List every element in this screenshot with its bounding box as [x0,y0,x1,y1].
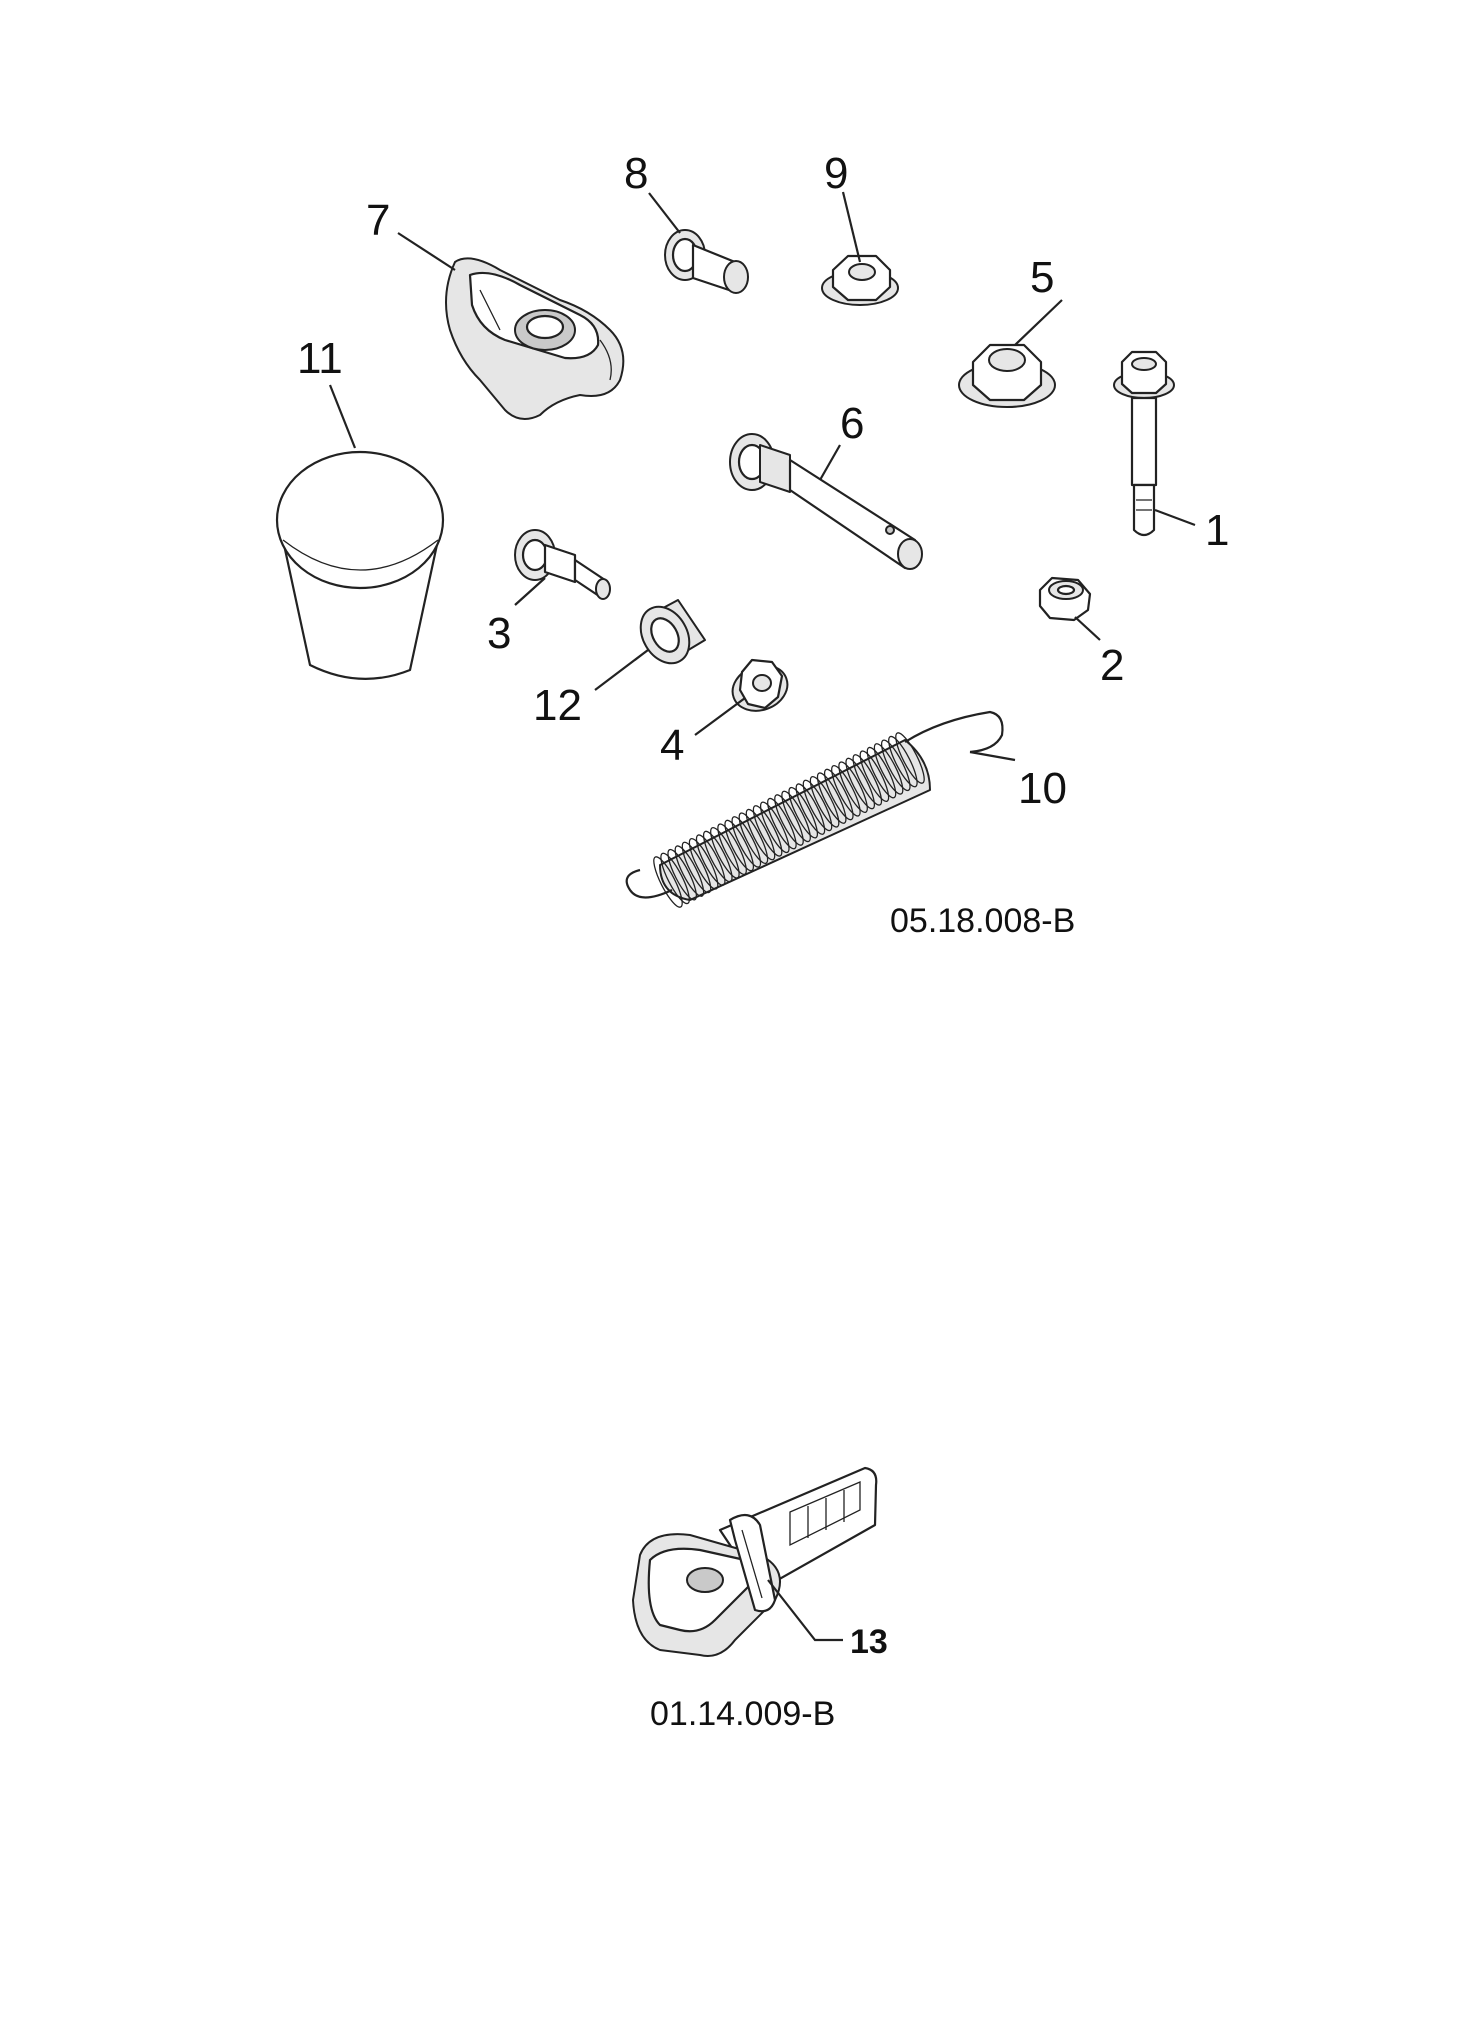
spring-coil [795,783,826,835]
flange-nut-icon [731,658,789,712]
leader-line-13 [767,1579,843,1642]
spring-coil [880,739,911,792]
spring-coil [767,797,797,850]
callout-1: 1 [1205,506,1229,555]
spring-coil [816,772,847,824]
callout-10: 10 [1018,764,1067,813]
callout-11: 11 [297,334,343,383]
callout-labels: 1 2 3 4 5 6 7 8 9 10 11 12 [297,149,1229,813]
spring-coil [802,779,833,832]
callout-3: 3 [487,609,511,658]
extension-spring-icon [625,710,1004,908]
figure-05-18-008-b: 1 2 3 4 5 6 7 8 9 10 11 12 05.18.008-B [275,149,1229,940]
spring-coil [731,816,762,868]
spring-coil [717,823,747,875]
spring-coil [895,732,925,784]
spacer-icon [639,599,706,665]
callout-6: 6 [840,399,864,448]
spring-coil [674,845,705,897]
spring-coil [710,827,740,879]
spring-coil [838,761,868,813]
carriage-bolt-icon [729,433,923,570]
spring-coil [667,848,698,901]
spring-coil [759,801,790,854]
large-flange-nut-icon [958,343,1056,408]
spring-coil [831,765,861,817]
lever-bracket-icon [445,257,625,420]
spring-coil [702,830,733,883]
knob-icon [275,450,445,680]
handle-grip-icon [632,1466,878,1657]
callout-4: 4 [660,721,684,770]
figure-code: 05.18.008-B [890,902,1075,940]
spring-coil [866,746,897,799]
callout-2: 2 [1100,641,1124,690]
leader-lines [328,191,1196,762]
spring-coil [653,856,683,908]
spring-coil [660,852,690,905]
spring-coil [845,757,876,810]
spring-coil [888,735,918,788]
spring-coil [745,808,776,861]
spring-coil [859,750,890,802]
hex-nut-icon [821,254,899,306]
spring-coil [809,776,840,828]
spring-coil [695,834,726,886]
spring-coil [688,838,719,890]
spring-coil [873,743,904,795]
callout-8: 8 [624,149,648,198]
shoulder-bolt-icon [514,529,611,600]
figure-code-2: 01.14.009-B [650,1695,835,1733]
callout-12: 12 [533,681,582,730]
flange-bolt-icon [1113,350,1175,537]
callout-7: 7 [366,196,390,245]
spring-coil [788,786,819,839]
spring-coil [752,805,783,857]
spring-coil [774,794,804,846]
callout-13: 13 [850,1623,888,1661]
pin-bolt-icon [664,229,749,294]
figure-01-14-009-b: 13 01.14.009-B [632,1466,888,1733]
spring-coil [738,812,769,864]
spring-coil [724,819,755,872]
callout-5: 5 [1030,253,1054,302]
spring-coil [781,790,811,843]
lock-nut-icon [1038,576,1092,622]
spring-coil [852,754,883,806]
spring-coil [681,841,712,894]
callout-9: 9 [824,149,848,198]
spring-coil [823,768,854,821]
